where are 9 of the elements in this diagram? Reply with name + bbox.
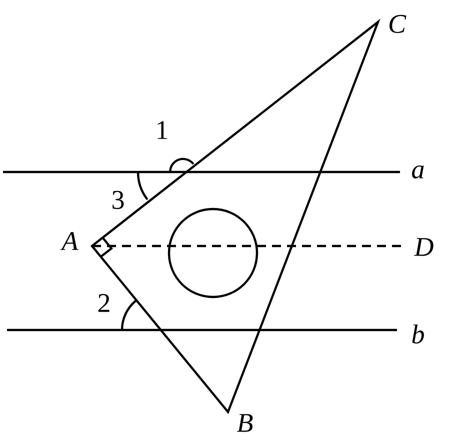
angle-label: 3 xyxy=(112,190,124,210)
line-label: b xyxy=(412,324,424,344)
vertex-label: C xyxy=(390,14,406,34)
vertex-label: B xyxy=(237,414,253,432)
angle-label: 1 xyxy=(158,121,168,139)
point-label: D xyxy=(414,238,434,256)
vertex-label: A xyxy=(60,232,78,250)
line-label: a xyxy=(412,166,424,178)
angle-label: 2 xyxy=(98,294,110,312)
